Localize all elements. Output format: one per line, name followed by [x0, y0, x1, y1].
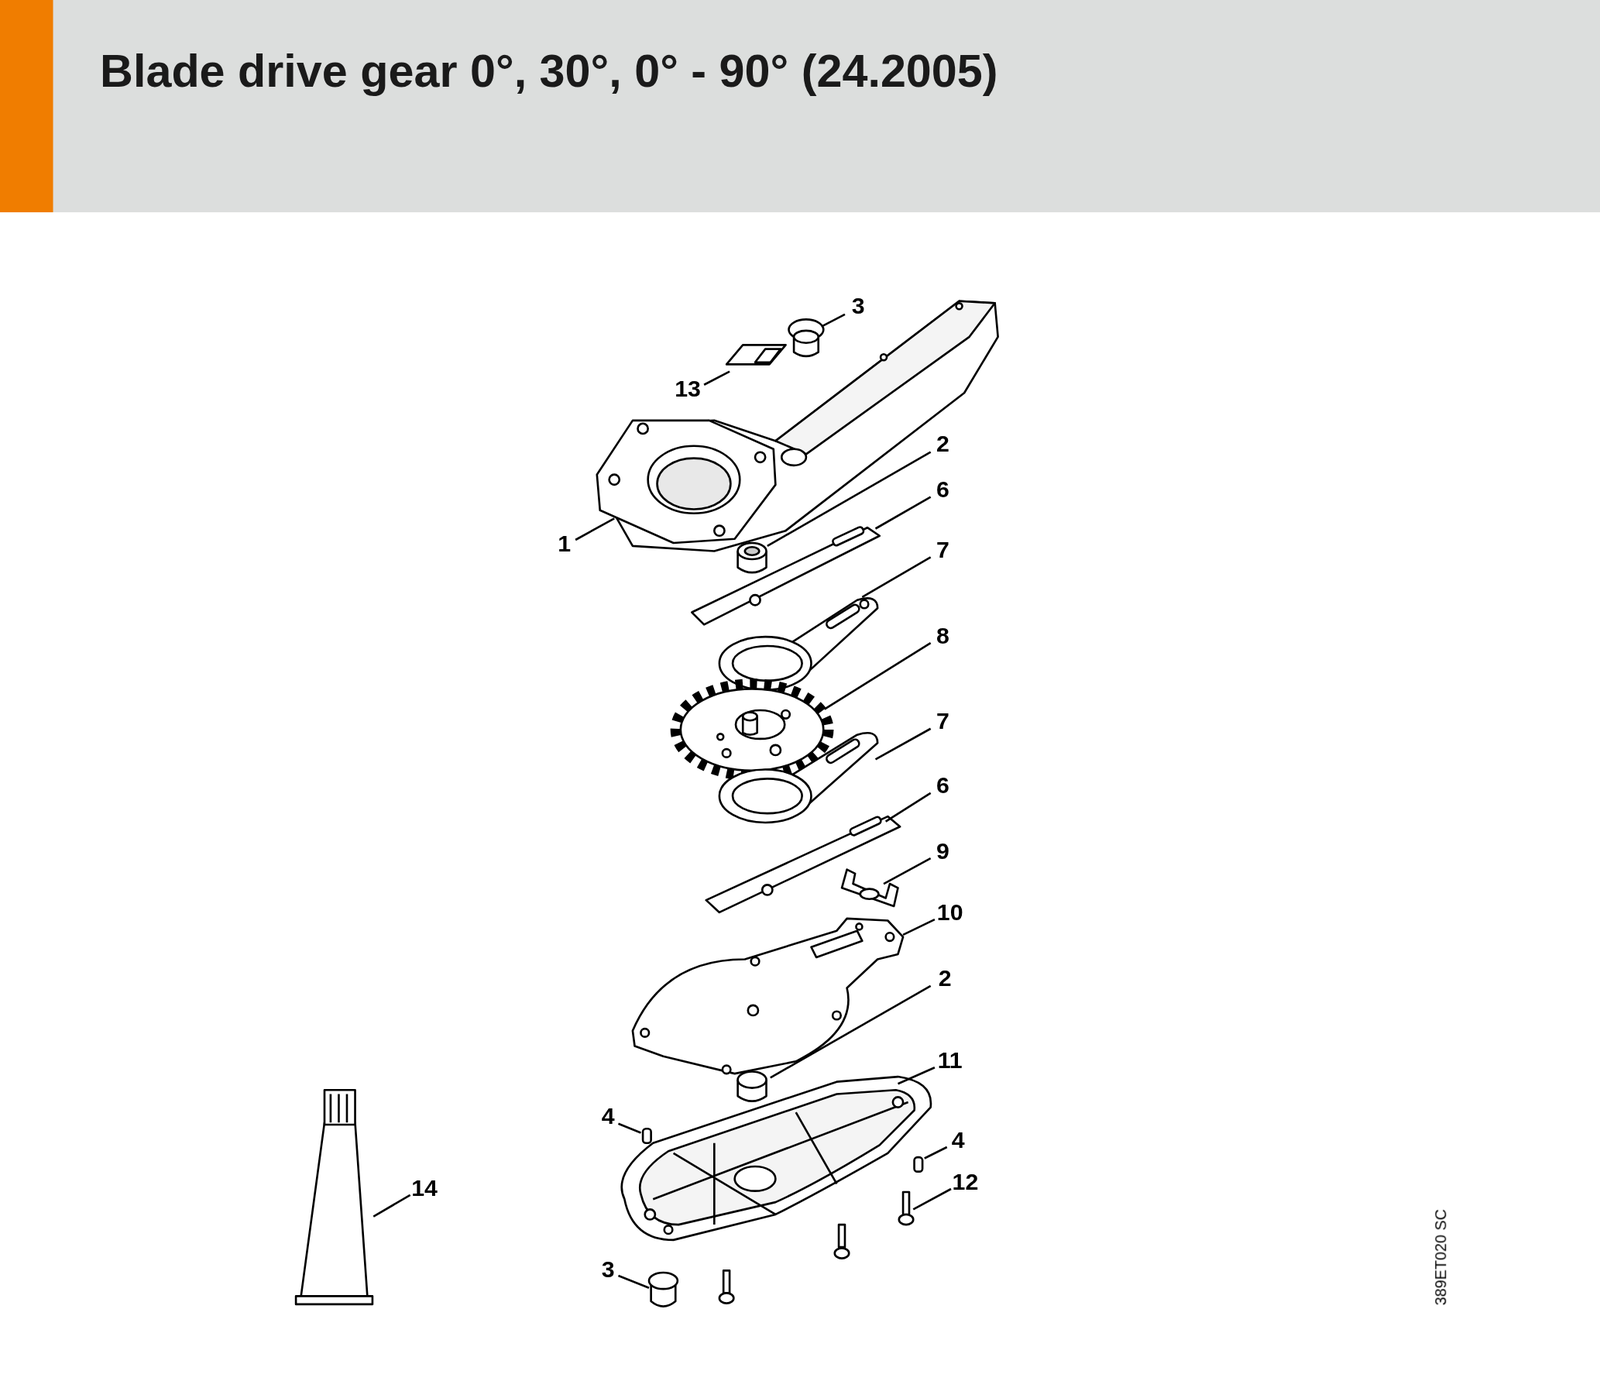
- callout-number: 4: [951, 1128, 965, 1152]
- callout-number: 3: [851, 294, 866, 318]
- callout-number: 8: [936, 624, 950, 648]
- callout-number: 7: [936, 538, 950, 562]
- callout-number: 9: [936, 839, 950, 863]
- header-accent: [0, 0, 54, 213]
- callout-number: 12: [952, 1170, 979, 1194]
- callout-number: 11: [937, 1048, 963, 1072]
- callout-number: 1: [557, 532, 571, 556]
- drawing-number: 389ET020 SC: [1433, 1208, 1449, 1305]
- header-band: [0, 0, 1600, 213]
- page-title: Blade drive gear 0°, 30°, 0° - 90° (24.2…: [99, 44, 998, 99]
- leader-lines: [373, 314, 952, 1288]
- callout-number: 14: [411, 1176, 438, 1200]
- callout-number: 3: [601, 1257, 615, 1281]
- callout-number: 2: [936, 432, 950, 456]
- callout-number: 6: [936, 773, 950, 797]
- callout-number: 7: [936, 709, 950, 733]
- callout-number: 4: [601, 1104, 615, 1128]
- callout-number: 2: [938, 966, 952, 990]
- callout-number: 13: [674, 377, 701, 401]
- callout-number: 10: [937, 900, 964, 924]
- callout-number: 6: [936, 477, 950, 502]
